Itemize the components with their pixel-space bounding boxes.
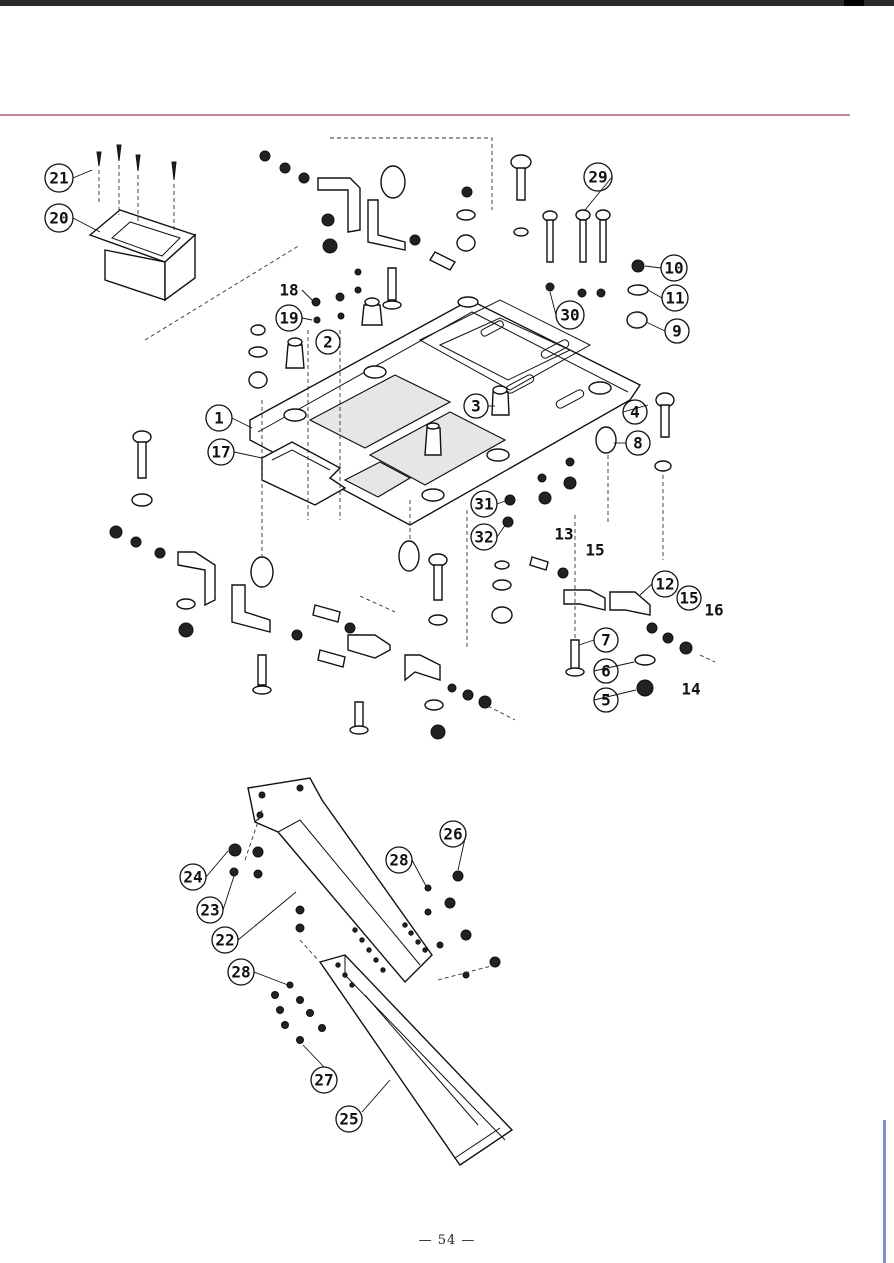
callout-18-label: 18 bbox=[279, 281, 298, 300]
callout-12-label: 12 bbox=[655, 575, 674, 594]
callout-31: 31 bbox=[470, 490, 498, 518]
callout-20: 20 bbox=[44, 203, 74, 233]
callout-14-label: 14 bbox=[681, 680, 700, 699]
tube-fasteners bbox=[228, 809, 501, 1044]
callout-28-lower: 28 bbox=[227, 958, 255, 986]
tube-lower bbox=[318, 954, 514, 1166]
callout-12: 12 bbox=[651, 570, 679, 598]
callout-22: 22 bbox=[211, 926, 239, 954]
callout-6-label: 6 bbox=[601, 662, 611, 681]
callout-19-label: 19 bbox=[279, 309, 298, 328]
callout-6: 6 bbox=[593, 658, 619, 684]
callout-7-label: 7 bbox=[601, 631, 611, 650]
callout-11: 11 bbox=[661, 284, 689, 312]
callout-24-label: 24 bbox=[183, 868, 202, 887]
callout-1-label: 1 bbox=[214, 409, 224, 428]
callout-21-label: 21 bbox=[49, 169, 68, 188]
callout-27-label: 27 bbox=[314, 1071, 333, 1090]
screws-21 bbox=[96, 144, 177, 230]
tube-upper bbox=[247, 777, 433, 984]
plate-pins bbox=[285, 297, 510, 456]
upper-bracket bbox=[259, 150, 457, 310]
callout-22-label: 22 bbox=[215, 931, 234, 950]
callout-5-label: 5 bbox=[601, 691, 611, 710]
callout-10-label: 10 bbox=[664, 259, 683, 278]
callout-5: 5 bbox=[593, 687, 619, 713]
callout-8: 8 bbox=[625, 430, 651, 456]
callout-26: 26 bbox=[439, 820, 467, 848]
callout-17: 17 bbox=[207, 438, 235, 466]
gasket bbox=[261, 441, 347, 506]
callout-4: 4 bbox=[622, 399, 648, 425]
base-plate bbox=[249, 296, 642, 526]
small-parts-left bbox=[248, 268, 362, 389]
callout-23-label: 23 bbox=[200, 901, 219, 920]
callout-26-label: 26 bbox=[443, 825, 462, 844]
tube-holes bbox=[335, 922, 428, 988]
callout-7: 7 bbox=[593, 627, 619, 653]
callout-9: 9 bbox=[664, 318, 690, 344]
callout-18: 18 bbox=[279, 281, 298, 300]
callout-1: 1 bbox=[205, 404, 233, 432]
callout-25-label: 25 bbox=[339, 1110, 358, 1129]
cover-box bbox=[88, 209, 197, 302]
callout-13-label: 13 bbox=[554, 525, 573, 544]
callout-16-label: 16 bbox=[704, 601, 723, 620]
callout-17-label: 17 bbox=[211, 443, 230, 462]
callout-10: 10 bbox=[660, 254, 688, 282]
callout-32-label: 32 bbox=[474, 528, 493, 547]
alignment-lines bbox=[144, 137, 716, 721]
top-border-mark bbox=[844, 0, 864, 6]
callout-14: 14 bbox=[681, 680, 700, 699]
callouts: 1 2 3 4 5 6 7 8 9 10 11 12 15 17 19 20 2… bbox=[44, 162, 724, 1133]
callout-2: 2 bbox=[315, 329, 341, 355]
callout-3: 3 bbox=[463, 393, 489, 419]
callout-8-label: 8 bbox=[633, 434, 643, 453]
callout-15-label: 15 bbox=[679, 589, 698, 608]
page-number: — 54 — bbox=[418, 1233, 476, 1248]
callout-4-label: 4 bbox=[630, 403, 640, 422]
top-border bbox=[0, 0, 894, 6]
callout-21: 21 bbox=[44, 163, 74, 193]
callout-15: 15 bbox=[676, 585, 702, 611]
callout-28-upper-label: 28 bbox=[389, 851, 408, 870]
callout-23: 23 bbox=[196, 896, 224, 924]
callout-29-label: 29 bbox=[588, 168, 607, 187]
right-edge-mark bbox=[883, 1120, 886, 1263]
callout-9-label: 9 bbox=[672, 322, 682, 341]
callout-29: 29 bbox=[583, 162, 613, 192]
callout-3-label: 3 bbox=[471, 397, 481, 416]
callout-15b: 15 bbox=[585, 541, 604, 560]
callout-19: 19 bbox=[275, 304, 303, 332]
callout-27: 27 bbox=[310, 1066, 338, 1094]
callout-24: 24 bbox=[179, 863, 207, 891]
callout-2-label: 2 bbox=[323, 333, 333, 352]
callout-32: 32 bbox=[470, 523, 498, 551]
callout-30-label: 30 bbox=[560, 306, 579, 325]
callout-30: 30 bbox=[555, 300, 585, 330]
callout-15b-label: 15 bbox=[585, 541, 604, 560]
callout-16: 16 bbox=[704, 601, 723, 620]
lower-right-hardware bbox=[398, 392, 693, 740]
callout-13: 13 bbox=[554, 525, 573, 544]
callout-28-lower-label: 28 bbox=[231, 963, 250, 982]
callout-31-label: 31 bbox=[474, 495, 493, 514]
callout-20-label: 20 bbox=[49, 209, 68, 228]
callout-25: 25 bbox=[335, 1105, 363, 1133]
bolts-top-right bbox=[456, 154, 649, 329]
header-rule bbox=[0, 114, 850, 116]
callout-28-upper: 28 bbox=[385, 846, 413, 874]
callout-11-label: 11 bbox=[665, 289, 684, 308]
